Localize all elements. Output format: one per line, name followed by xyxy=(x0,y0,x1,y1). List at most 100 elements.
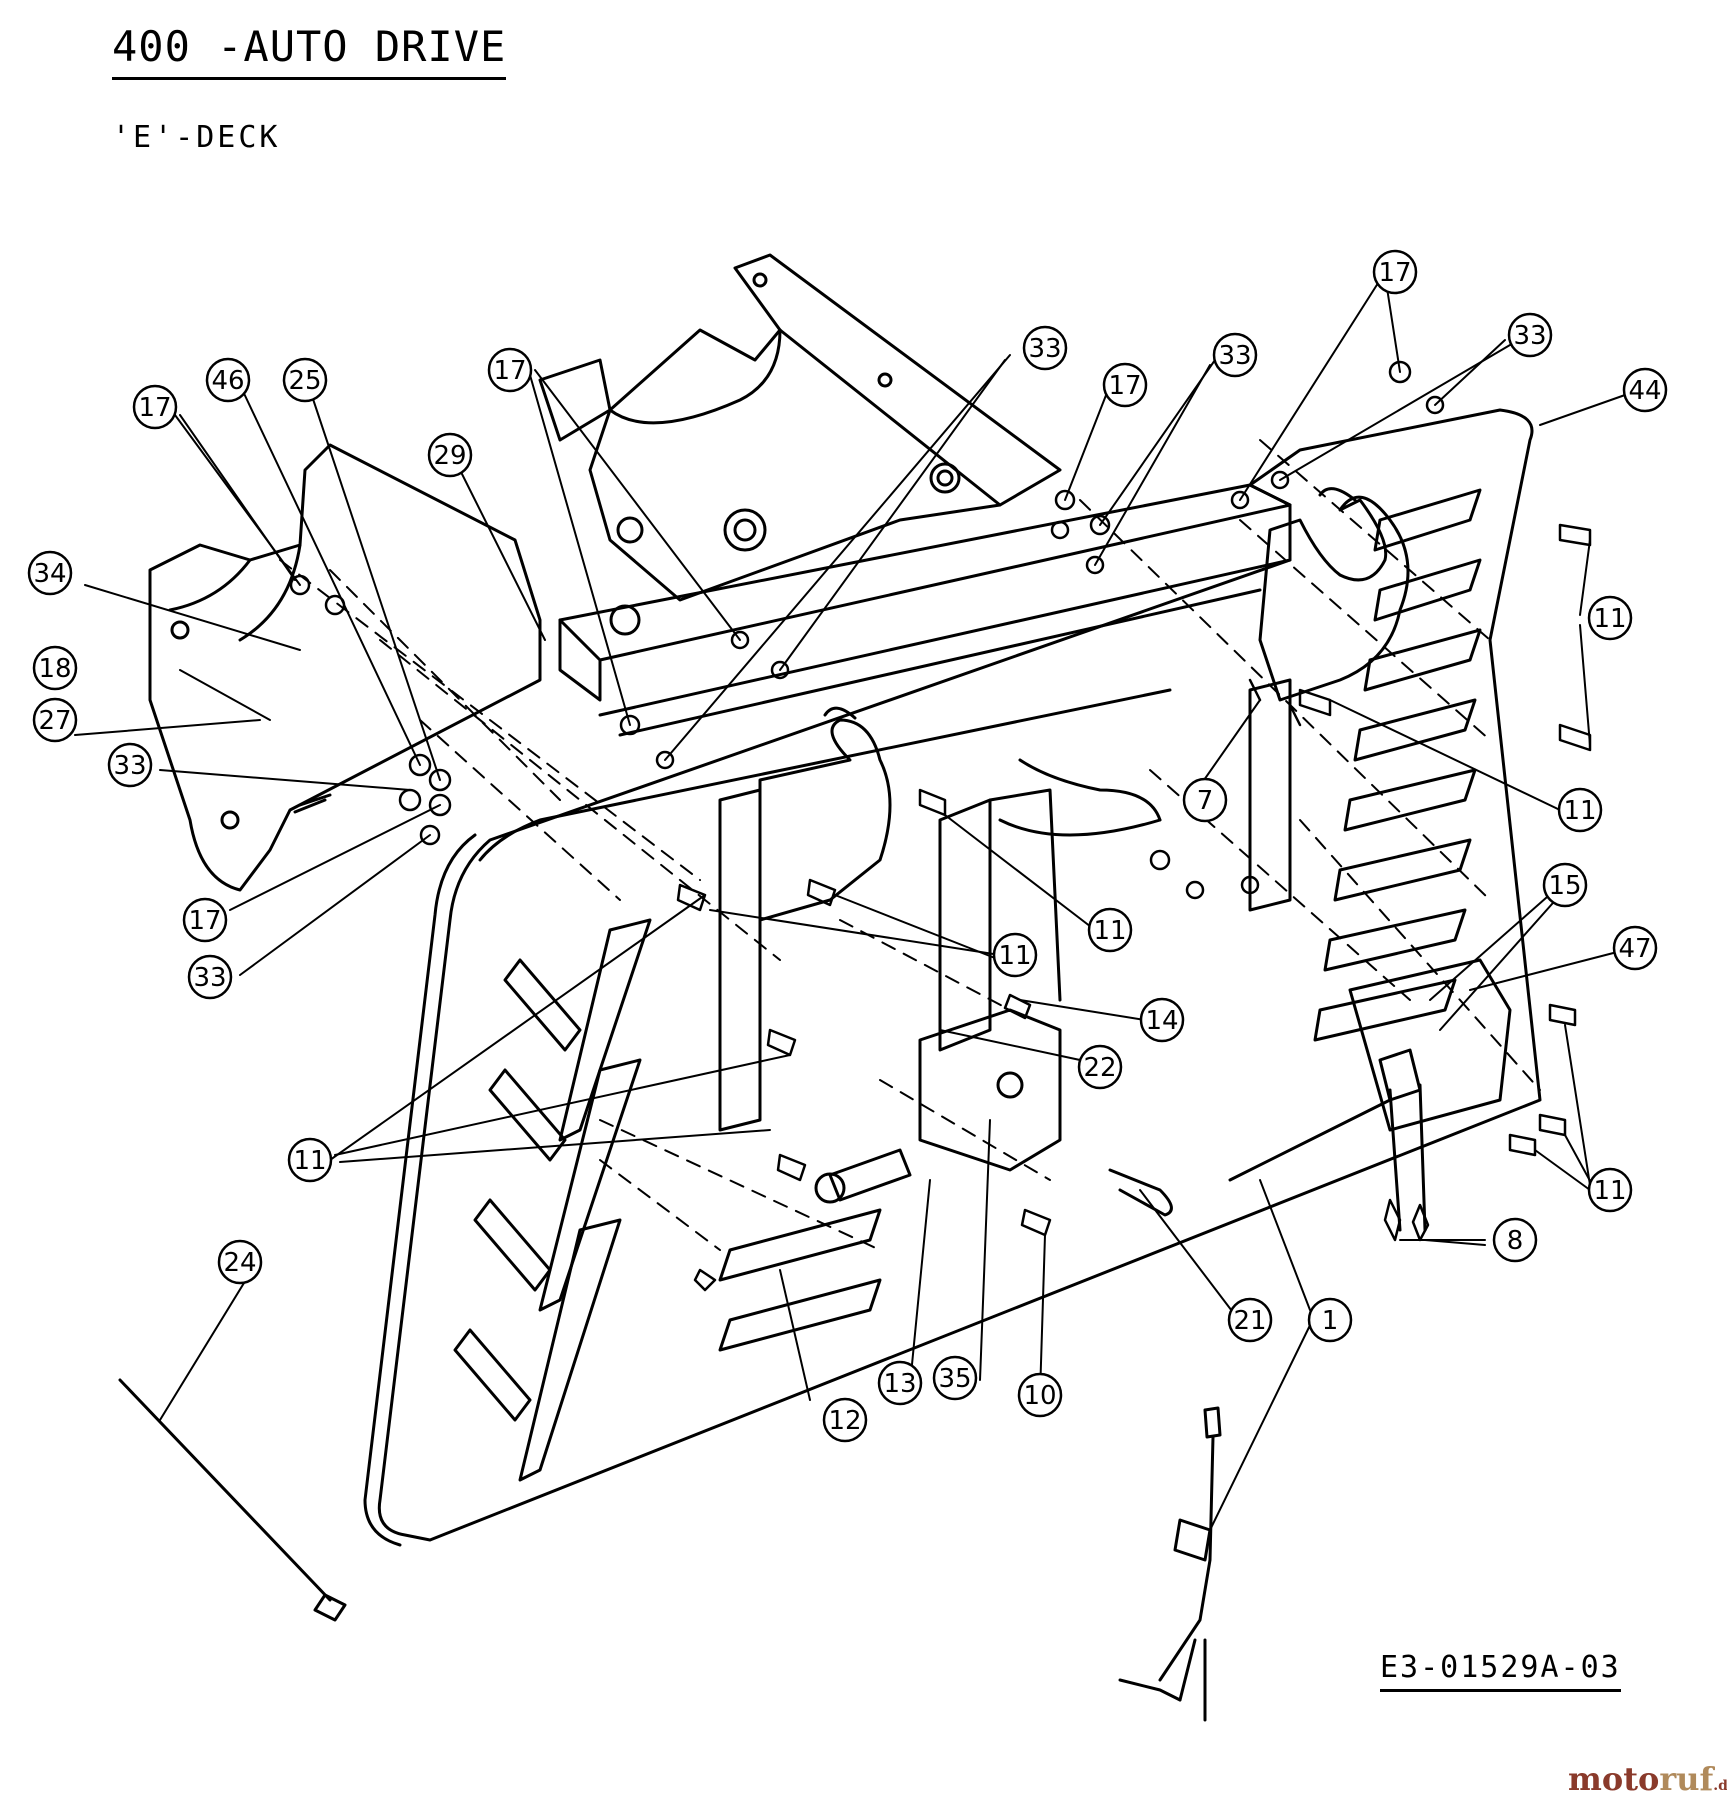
callout-bubble xyxy=(1507,312,1553,358)
callout-bubble xyxy=(32,697,78,743)
diagram-title: 400 -AUTO DRIVE xyxy=(112,22,507,80)
callout-bubble xyxy=(282,357,328,403)
hair-pin-clip xyxy=(1108,1168,1173,1217)
callout-c21: 21 xyxy=(1227,1297,1273,1343)
callout-c17a: 17 xyxy=(132,384,178,430)
deck-slots-left xyxy=(453,918,882,1482)
callout-bubble xyxy=(1307,1297,1353,1343)
callout-bubble xyxy=(1077,1044,1123,1090)
callout-bubble xyxy=(487,347,533,393)
callout-bubble xyxy=(932,1355,978,1401)
callout-number: 35 xyxy=(938,1364,971,1394)
watermark-part1: moto xyxy=(1568,1760,1660,1798)
callout-number: 18 xyxy=(38,654,71,684)
right-side-bracket xyxy=(998,678,1292,912)
upper-frame-rail xyxy=(558,483,1292,737)
callout-c11e: 11 xyxy=(287,1137,333,1183)
callout-c11d: 11 xyxy=(992,932,1038,978)
callout-c22: 22 xyxy=(1077,1044,1123,1090)
callout-number: 33 xyxy=(1513,321,1546,351)
callout-c33b: 33 xyxy=(1212,332,1258,378)
callout-number: 27 xyxy=(38,706,71,736)
callout-number: 15 xyxy=(1548,871,1581,901)
callout-number: 10 xyxy=(1023,1381,1056,1411)
watermark-part2: ruf xyxy=(1659,1760,1714,1798)
callout-c11b: 11 xyxy=(1557,787,1603,833)
callout-c13: 13 xyxy=(877,1360,923,1406)
callout-number: 11 xyxy=(998,941,1031,971)
callout-bubble xyxy=(107,742,153,788)
watermark-suffix: .de xyxy=(1713,1778,1727,1794)
callout-bubble xyxy=(1372,249,1418,295)
callout-bubble xyxy=(32,645,78,691)
callout-c47: 47 xyxy=(1612,925,1658,971)
callout-bubble xyxy=(205,357,251,403)
callout-c12: 12 xyxy=(822,1397,868,1443)
callout-bubble xyxy=(877,1360,923,1406)
callout-bubble xyxy=(1587,595,1633,641)
drawing-code: E3-01529A-03 xyxy=(1380,1650,1621,1692)
callout-c33a: 33 xyxy=(1022,325,1068,371)
callout-number: 13 xyxy=(883,1369,916,1399)
center-hook xyxy=(718,706,892,1132)
callout-c25: 25 xyxy=(282,357,328,403)
callout-c27: 27 xyxy=(32,697,78,743)
callout-bubble xyxy=(1087,907,1133,953)
callout-bubble xyxy=(187,954,233,1000)
callout-bubble xyxy=(1139,997,1185,1043)
callout-c24: 24 xyxy=(217,1239,263,1285)
callout-bubble xyxy=(1587,1167,1633,1213)
callout-bubble xyxy=(132,384,178,430)
callout-c35: 35 xyxy=(932,1355,978,1401)
callout-number: 17 xyxy=(493,356,526,386)
callout-bubble xyxy=(1492,1217,1538,1263)
callout-bubble xyxy=(1022,325,1068,371)
callout-number: 11 xyxy=(1563,796,1596,826)
left-side-bracket xyxy=(148,443,542,892)
callout-bubble xyxy=(217,1239,263,1285)
leader-lines xyxy=(74,274,1626,1531)
callout-number: 24 xyxy=(223,1248,256,1278)
callout-number: 17 xyxy=(1108,371,1141,401)
callout-c1: 1 xyxy=(1307,1297,1353,1343)
callout-bubble xyxy=(1182,777,1228,823)
callout-c15: 15 xyxy=(1542,862,1588,908)
callout-number: 29 xyxy=(433,441,466,471)
callout-bubble xyxy=(1102,362,1148,408)
callout-c29: 29 xyxy=(427,432,473,478)
assembly-lines xyxy=(279,439,1541,1251)
callout-bubble xyxy=(27,550,73,596)
clevis-assembly xyxy=(814,1008,1062,1204)
top-mounting-bracket xyxy=(538,253,1062,636)
callout-number: 33 xyxy=(193,963,226,993)
callout-bubble xyxy=(1227,1297,1273,1343)
callout-c10: 10 xyxy=(1017,1372,1063,1418)
callout-c17c: 17 xyxy=(1102,362,1148,408)
callout-bubble xyxy=(1017,1372,1063,1418)
callout-c17e: 17 xyxy=(182,897,228,943)
diagram-subtitle: 'E'-DECK xyxy=(112,120,281,155)
callout-bubble xyxy=(287,1137,333,1183)
callout-bubble xyxy=(427,432,473,478)
callout-c7: 7 xyxy=(1182,777,1228,823)
callout-number: 21 xyxy=(1233,1306,1266,1336)
callout-bubble xyxy=(182,897,228,943)
callout-number: 33 xyxy=(113,751,146,781)
callout-c11f: 11 xyxy=(1587,1167,1633,1213)
callout-number: 11 xyxy=(1593,604,1626,634)
callout-bubble xyxy=(992,932,1038,978)
callout-number: 25 xyxy=(288,366,321,396)
callout-bubble xyxy=(1557,787,1603,833)
callout-number: 47 xyxy=(1618,934,1651,964)
callout-number: 1 xyxy=(1322,1306,1339,1336)
watermark-logo: motoruf.de xyxy=(1568,1760,1727,1798)
callout-c46: 46 xyxy=(205,357,251,403)
callout-number: 33 xyxy=(1028,334,1061,364)
callout-number: 11 xyxy=(293,1146,326,1176)
callout-number: 7 xyxy=(1197,786,1214,816)
right-hook xyxy=(1258,487,1410,702)
latch-assembly xyxy=(1228,958,1512,1232)
deck-plate xyxy=(363,408,1542,1547)
callout-bubble xyxy=(1622,367,1668,413)
